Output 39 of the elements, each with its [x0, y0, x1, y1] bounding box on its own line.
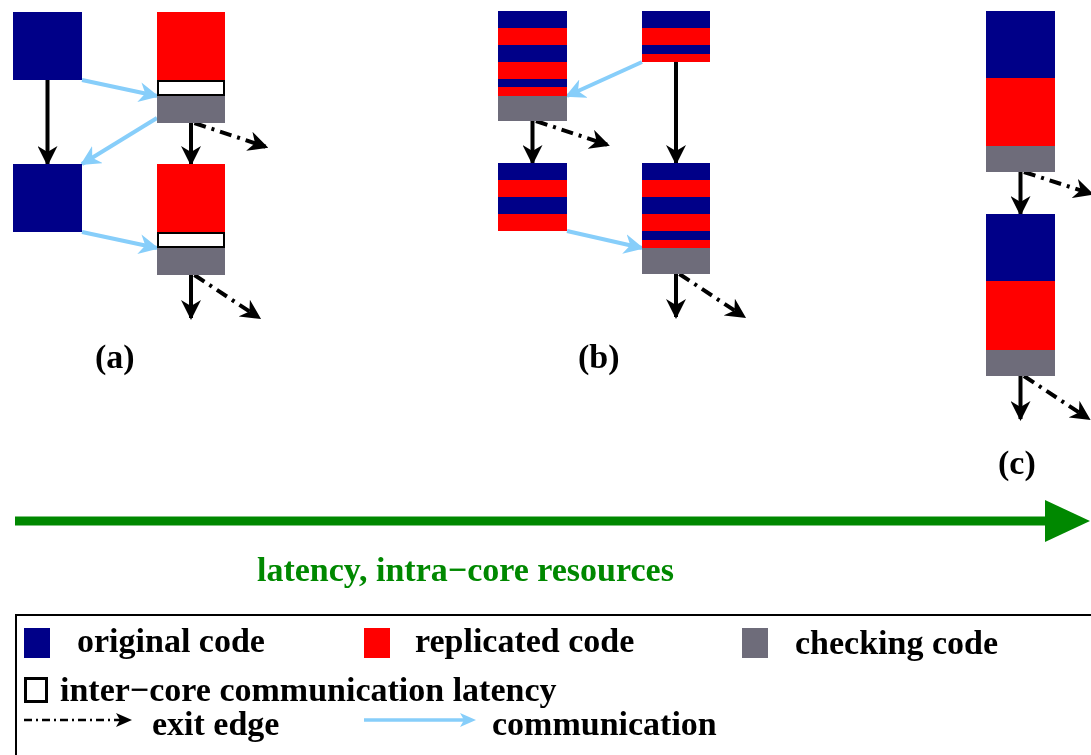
arrow — [522, 121, 543, 165]
panel-label: (b) — [578, 340, 620, 374]
arrow — [1010, 172, 1031, 216]
exit-arrow — [193, 121, 269, 151]
arrow — [81, 78, 159, 103]
code-block — [157, 164, 225, 275]
legend-label: checking code — [795, 626, 999, 660]
legend-label: original code — [77, 624, 265, 658]
exit-arrow — [1023, 170, 1091, 198]
code-block — [157, 12, 225, 123]
exit-arrow — [535, 119, 610, 149]
arrow — [666, 62, 686, 165]
panel-label: (c) — [998, 446, 1036, 480]
legend-label: replicated code — [415, 624, 635, 658]
code-block — [642, 11, 710, 62]
code-block — [986, 11, 1055, 172]
code-block — [642, 163, 710, 274]
arrow — [181, 275, 201, 320]
arrow — [181, 123, 201, 166]
code-block — [498, 163, 567, 231]
exit-arrow — [193, 273, 262, 320]
code-block — [498, 11, 567, 121]
panel-label: (a) — [95, 340, 135, 374]
arrow — [80, 116, 159, 166]
arrow — [37, 80, 58, 166]
arrow — [1010, 376, 1031, 421]
code-block — [986, 214, 1055, 376]
legend-label: inter−core communication latency — [60, 673, 557, 707]
arrow — [566, 229, 644, 254]
legend-label: communication — [492, 707, 717, 741]
exit-arrow — [1022, 374, 1091, 421]
legend-label: exit edge — [152, 707, 280, 741]
exit-arrow — [678, 272, 747, 319]
arrow — [81, 230, 159, 255]
arrow — [666, 274, 686, 319]
arrow — [565, 60, 643, 98]
axis-label: latency, intra−core resources — [257, 553, 674, 587]
code-block — [13, 12, 82, 80]
code-block — [13, 164, 82, 232]
